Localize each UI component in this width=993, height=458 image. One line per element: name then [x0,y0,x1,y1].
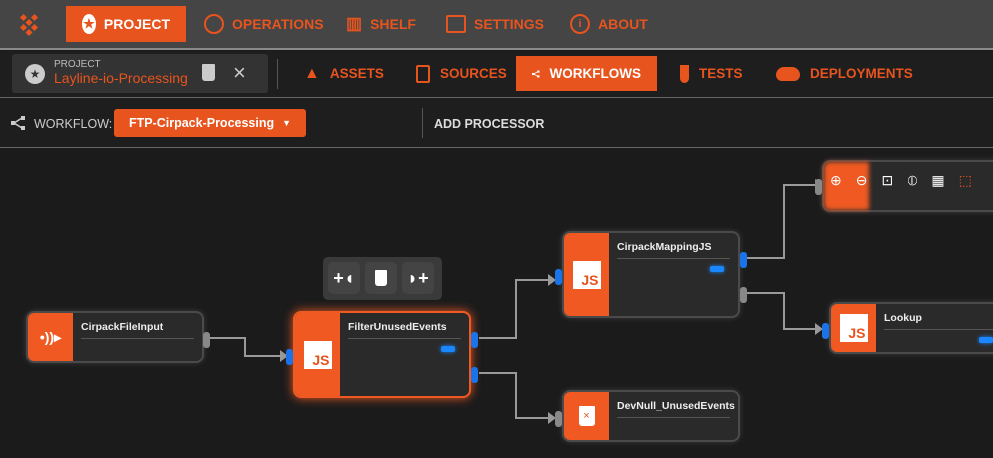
input-port[interactable] [286,349,293,365]
tab-tests[interactable]: TESTS [664,56,759,91]
workflow-icon [532,70,540,77]
input-port[interactable] [822,323,829,339]
output-port[interactable] [471,332,478,348]
project-name: Layline-io-Processing [54,70,188,86]
gauge-icon [204,14,224,34]
output-port[interactable] [471,367,478,383]
workflow-toolbar: WORKFLOW: FTP-Cirpack-Processing▼ ADD PR… [0,99,993,148]
status-led [441,346,455,352]
star-circle-icon: ★ [25,64,45,84]
workflow-icon [11,116,25,130]
output-port[interactable] [203,332,210,348]
settings-panel-icon [446,15,466,33]
divider [277,59,278,89]
input-port[interactable] [555,269,562,285]
project-chip: ★ PROJECT Layline-io-Processing × [12,54,268,93]
zoom-in-icon[interactable]: ⊕ [830,172,842,188]
project-bar: ★ PROJECT Layline-io-Processing × [0,51,993,98]
edge-mapping-top [746,184,815,259]
node-cirpack-file-input[interactable]: •))▸ CirpackFileInput [26,311,210,363]
caret-down-icon: ▼ [282,118,292,128]
shapes-icon: ▲ [304,64,320,82]
delete-node-button[interactable] [365,262,397,294]
node-cirpack-mapping-js[interactable]: JS CirpackMappingJS [555,231,747,318]
js-icon: JS [839,314,868,342]
node-devnull-unused-events[interactable]: × DevNull_UnusedEvents [555,390,740,442]
logo-icon[interactable] [18,13,40,37]
workflow-label: WORKFLOW: [34,117,113,131]
cloud-upload-icon [776,66,800,81]
fit-view-icon[interactable]: ⊡ [881,172,894,188]
test-tube-icon [680,64,689,83]
project-caption: PROJECT [54,59,101,70]
layout-icon[interactable]: ▦ [931,172,945,188]
add-processor-button[interactable]: ADD PROCESSOR [434,117,545,131]
trash-output-icon: × [564,392,609,440]
add-before-button[interactable]: +◖ [328,262,360,294]
js-icon: JS [572,260,601,289]
output-port[interactable] [740,252,747,268]
nav-project[interactable]: ★PROJECT [66,6,186,42]
node-filter-unused-events[interactable]: JS FilterUnusedEvents [286,311,478,398]
nav-operations[interactable]: OPERATIONS [188,6,340,42]
js-icon: JS [303,340,332,369]
edge-mapping-lookup [746,292,815,330]
status-led [979,337,993,343]
zoom-out-icon[interactable]: ⊖ [855,172,868,188]
trash-icon [375,270,387,286]
status-led [710,266,724,272]
star-circle-icon: ★ [82,14,96,34]
edge-filter-mapping [479,279,548,339]
edge-filter-devnull [479,372,548,419]
stream-input-icon: •))▸ [28,313,73,361]
input-port[interactable] [555,411,562,427]
nav-shelf[interactable]: ▥SHELF [346,14,416,33]
node-hidden[interactable] [815,160,993,212]
node-toolbar: +◖ ◗+ [323,257,442,300]
trash-icon[interactable] [202,64,215,81]
tab-assets[interactable]: ▲ASSETS [304,64,384,82]
books-icon: ▥ [346,14,363,33]
select-area-icon[interactable]: ⬚ [958,172,972,188]
workflow-dropdown[interactable]: FTP-Cirpack-Processing▼ [114,109,306,137]
tab-sources[interactable]: SOURCES [400,56,523,91]
close-icon[interactable]: × [233,60,246,85]
nav-settings[interactable]: SETTINGS [430,6,560,42]
add-after-button[interactable]: ◗+ [402,262,434,294]
input-port[interactable] [815,179,822,195]
info-icon: i [570,14,590,34]
output-port[interactable] [740,287,747,303]
document-edit-icon [416,64,430,83]
tab-workflows[interactable]: WORKFLOWS [516,56,657,91]
edge-input-filter [210,337,280,357]
node-lookup[interactable]: JS Lookup [822,302,993,354]
divider [422,108,423,138]
canvas-controls: ⊕ ⊖ ⊡ ⦶ ▦ ⬚ [830,172,972,189]
center-icon[interactable]: ⦶ [907,172,918,188]
tab-deployments[interactable]: DEPLOYMENTS [760,56,929,91]
